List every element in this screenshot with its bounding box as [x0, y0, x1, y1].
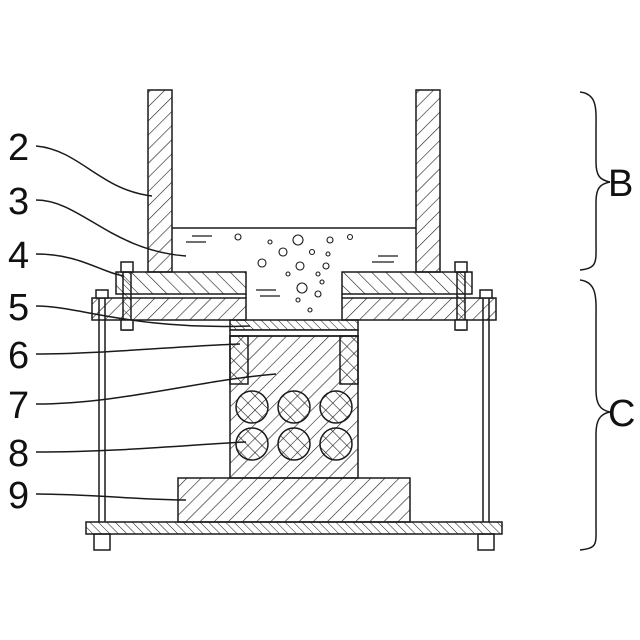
label-6: 6: [8, 335, 29, 377]
label-7: 7: [8, 385, 29, 427]
tie-rod-left: [94, 290, 110, 550]
brace-c: [580, 280, 610, 550]
side-insert-right: [340, 336, 358, 384]
bottom-plate: [86, 522, 502, 534]
label-section-b: B: [608, 163, 633, 205]
leader-4: [36, 254, 124, 276]
label-2: 2: [8, 127, 29, 169]
label-5: 5: [8, 287, 29, 329]
label-3: 3: [8, 181, 29, 223]
leader-2: [36, 146, 152, 196]
upper-plate-right-top: [342, 272, 472, 294]
cylinder-right-wall: [416, 90, 440, 272]
label-section-c: C: [608, 393, 635, 435]
base-block: [178, 478, 410, 522]
cylinder-left-wall: [148, 90, 172, 272]
label-8: 8: [8, 433, 29, 475]
label-9: 9: [8, 475, 29, 517]
leader-8: [36, 442, 246, 452]
cap-plate: [230, 320, 358, 330]
bolt-right-upper: [455, 262, 467, 330]
upper-plate-left-top: [116, 272, 246, 294]
upper-plate-left-bottom: [92, 298, 246, 320]
brace-b: [580, 92, 610, 270]
tie-rod-right: [478, 290, 494, 550]
leader-6: [36, 344, 240, 354]
label-4: 4: [8, 235, 29, 277]
leader-9: [36, 494, 186, 500]
bubbles: [235, 234, 353, 312]
thin-layer: [230, 330, 358, 336]
upper-plate-right-bottom: [342, 298, 496, 320]
